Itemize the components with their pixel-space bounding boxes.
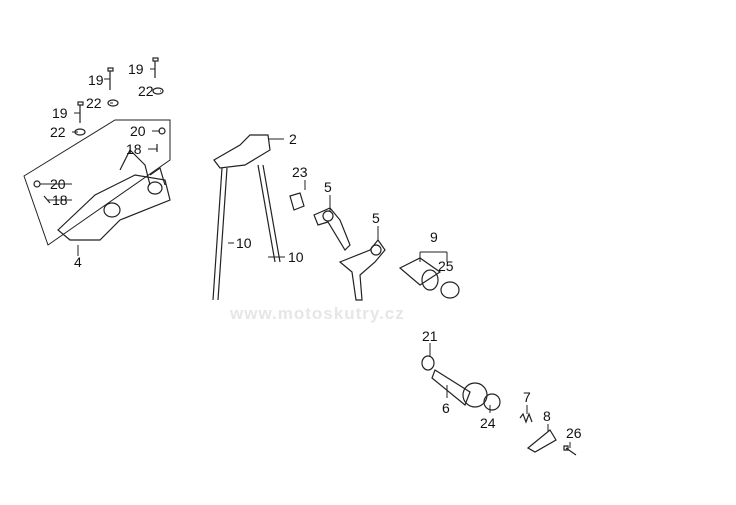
- shaft-9: [398, 257, 442, 291]
- label-23: 23: [292, 164, 308, 180]
- label-18: 18: [126, 141, 142, 157]
- label-20: 20: [50, 176, 66, 192]
- plate-8: [526, 429, 557, 453]
- bolts-washers: [33, 57, 166, 204]
- label-6: 6: [442, 400, 450, 416]
- label-9: 9: [430, 229, 438, 245]
- shift-forks: [313, 207, 386, 301]
- washer-21: [421, 355, 435, 371]
- bracket: [213, 134, 271, 169]
- label-10: 10: [288, 249, 304, 265]
- label-19: 19: [52, 105, 68, 121]
- leader-lines: [23, 68, 571, 448]
- label-18: 18: [52, 192, 68, 208]
- label-19: 19: [88, 72, 104, 88]
- label-10: 10: [236, 235, 252, 251]
- label-20: 20: [130, 123, 146, 139]
- label-8: 8: [543, 408, 551, 424]
- spring-7: [519, 412, 533, 424]
- label-22: 22: [86, 95, 102, 111]
- label-25: 25: [438, 258, 454, 274]
- bolt-26: [563, 445, 577, 456]
- label-24: 24: [480, 415, 496, 431]
- label-4: 4: [74, 254, 82, 270]
- label-7: 7: [523, 389, 531, 405]
- shaft-6: [431, 369, 488, 408]
- watermark: www.motoskutry.cz: [230, 304, 405, 323]
- label-5: 5: [372, 210, 380, 226]
- label-22: 22: [138, 83, 154, 99]
- rocker-assembly: [57, 148, 171, 241]
- label-26: 26: [566, 425, 582, 441]
- label-5: 5: [324, 179, 332, 195]
- ring-25: [440, 281, 460, 299]
- label-2: 2: [289, 131, 297, 147]
- part-23: [289, 192, 305, 211]
- pushrods: [212, 164, 281, 301]
- ring-24: [483, 393, 501, 411]
- label-19: 19: [128, 61, 144, 77]
- label-21: 21: [422, 328, 438, 344]
- label-22: 22: [50, 124, 66, 140]
